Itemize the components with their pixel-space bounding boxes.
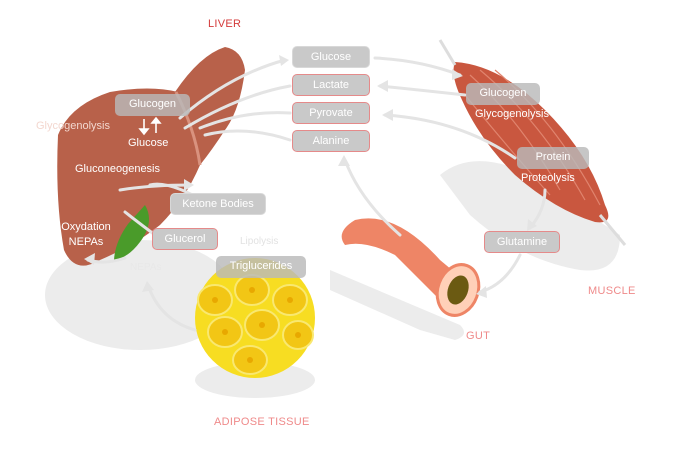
arrowhead — [142, 281, 154, 292]
muscle-shadow — [440, 161, 620, 271]
arrowhead-down-small — [138, 128, 150, 136]
arrowhead — [527, 219, 537, 231]
muscle-glucogen-label: Glucogen — [466, 83, 540, 105]
arrowhead-up-small — [150, 116, 162, 124]
arrow-glucose-to-muscle — [373, 56, 462, 77]
arrow-lactate-to-liver — [183, 84, 292, 130]
liver-title: LIVER — [208, 18, 242, 30]
adipose-title: ADIPOSE TISSUE — [214, 416, 310, 428]
fat-cell-nucleus — [222, 329, 228, 335]
liver-gluconeogenesis-label: Gluconeogenesis — [75, 163, 161, 175]
fat-cell-nucleus — [247, 357, 253, 363]
fat-cell-nucleus — [295, 332, 301, 338]
gut-illustration — [341, 218, 481, 317]
muscle-glycogenolysis-label: Glycogenolysis — [475, 108, 549, 120]
alanine-pill: Alanine — [292, 130, 370, 152]
arrowhead — [184, 179, 194, 191]
lactate-pill: Lactate — [292, 74, 370, 96]
arrowhead — [382, 109, 393, 121]
arrowhead — [476, 286, 487, 298]
glucose-pill: Glucose — [292, 46, 370, 68]
liver-nepas-label: NEPAs — [68, 236, 104, 248]
nepas-label: NEPAs — [130, 262, 162, 273]
liver-glycogenolysis-label: Glycogenolysis — [36, 120, 110, 132]
arrowhead — [84, 253, 95, 265]
arrow-glucerol-to-liver — [123, 210, 157, 237]
lipolysis-label: Lipolysis — [240, 236, 279, 247]
arrow-protein-to-alanine — [383, 113, 517, 160]
fat-cell-nucleus — [212, 297, 218, 303]
muscle-fibers — [464, 69, 601, 206]
adipose-illustration — [195, 258, 315, 378]
triglucerides-label: Triglucerides — [216, 256, 306, 278]
arrow-gut-to-alanine — [343, 158, 402, 237]
adipose-shadow — [195, 362, 315, 398]
arrowhead — [279, 55, 289, 66]
arrowhead — [338, 155, 350, 166]
arrow-pyrovate-to-liver — [198, 111, 292, 130]
glutamine-pill: Glutamine — [484, 231, 560, 253]
fat-cell-nucleus — [287, 297, 293, 303]
gut-lumen — [447, 275, 469, 305]
arrow-liver-to-glucose — [178, 58, 287, 120]
pyrovate-pill: Pyrovate — [292, 102, 370, 124]
liver-glucose-label: Glucose — [128, 137, 169, 149]
arrow-gluconeogenesis — [118, 183, 192, 192]
fat-cell-nucleus — [249, 287, 255, 293]
liver-oxydation-label: Oxydation — [61, 221, 111, 233]
arrow-alanine-to-liver — [203, 129, 292, 142]
liver-left-lobe — [57, 88, 200, 266]
fat-cell-nucleus — [259, 322, 265, 328]
gut-shadow — [330, 270, 464, 340]
muscle-tendon-bottom — [598, 214, 627, 246]
muscle-title: MUSCLE — [588, 285, 636, 297]
arrowhead — [452, 69, 463, 80]
muscle-proteolysis-label: Proteolysis — [521, 172, 575, 184]
gut-title: GUT — [466, 330, 491, 342]
glucerol-pill: Glucerol — [152, 228, 218, 250]
liver-glucogen-label: Glucogen — [115, 94, 190, 116]
liver-illustration — [57, 47, 245, 266]
ketone-bodies-pill: Ketone Bodies — [170, 193, 266, 215]
muscle-protein-label: Protein — [517, 147, 589, 169]
muscle-tendon-top — [438, 39, 457, 66]
gallbladder — [114, 205, 149, 260]
liver-shadow — [45, 240, 235, 350]
arrowhead — [377, 80, 388, 92]
arrow-adipose-to-nepas — [146, 283, 197, 332]
arrow-muscle-to-lactate — [378, 84, 467, 97]
